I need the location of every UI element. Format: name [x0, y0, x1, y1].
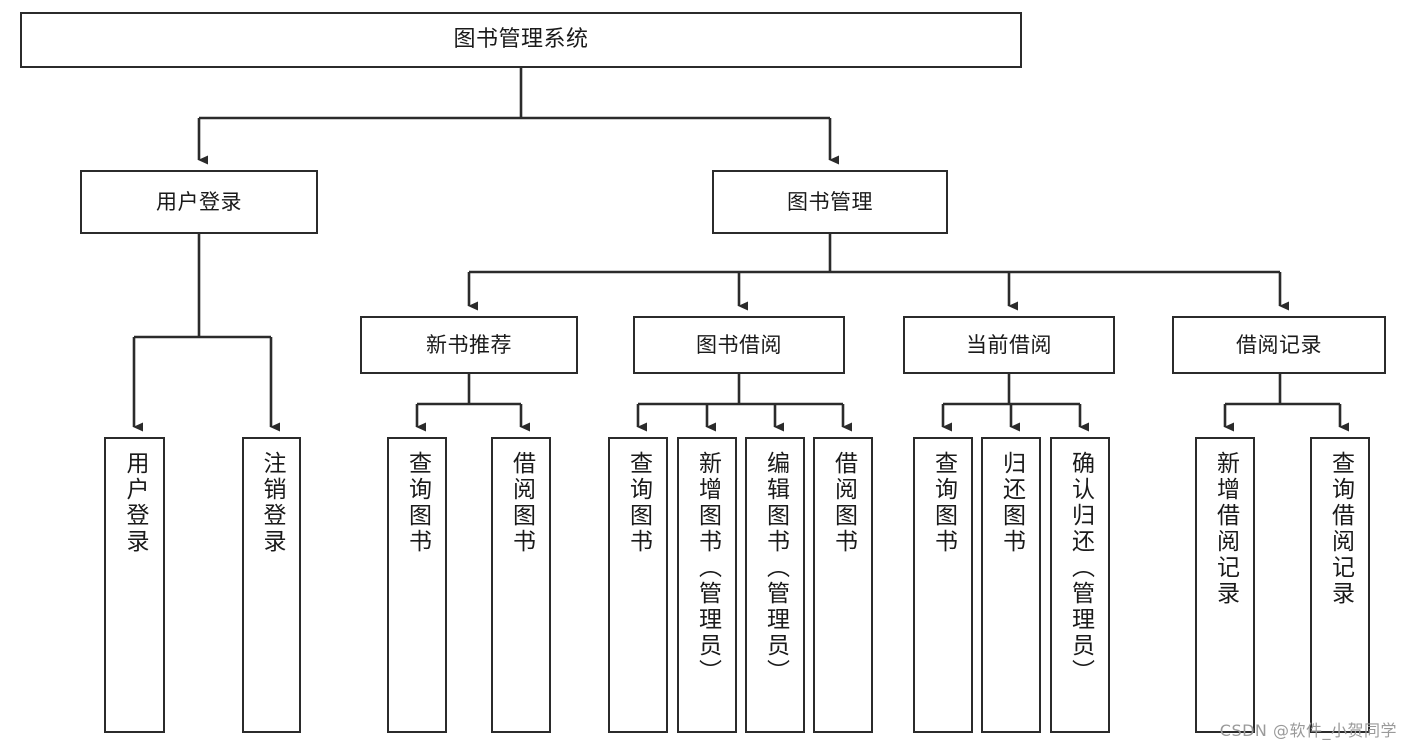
node-label: 新书推荐	[426, 332, 512, 357]
node-label: 查询图书	[625, 451, 652, 555]
node-label: 图书管理系统	[453, 27, 589, 53]
node-label: 注销登录	[259, 451, 285, 555]
node-borrow-record[interactable]: 借阅记录	[1172, 316, 1386, 374]
leaf-record-query[interactable]: 查询借阅记录	[1310, 437, 1370, 733]
node-label: 归还图书	[998, 451, 1025, 555]
leaf-new-book-borrow[interactable]: 借阅图书	[491, 437, 551, 733]
node-label: 用户登录	[122, 451, 148, 555]
node-user-login[interactable]: 用户登录	[80, 170, 318, 234]
node-label: 当前借阅	[966, 332, 1052, 357]
leaf-borrow-borrow-book[interactable]: 借阅图书	[813, 437, 873, 733]
node-label: 图书借阅	[696, 332, 782, 357]
leaf-borrow-add-book-admin[interactable]: 新增图书（管理员）	[677, 437, 737, 733]
node-label: 借阅图书	[508, 451, 535, 555]
node-book-management[interactable]: 图书管理	[712, 170, 948, 234]
leaf-current-confirm-return-admin[interactable]: 确认归还（管理员）	[1050, 437, 1110, 733]
node-root-system[interactable]: 图书管理系统	[20, 12, 1022, 68]
leaf-borrow-edit-book-admin[interactable]: 编辑图书（管理员）	[745, 437, 805, 733]
node-label: 新增借阅记录	[1212, 451, 1239, 607]
node-label: 查询借阅记录	[1327, 451, 1354, 607]
node-label: 借阅记录	[1236, 332, 1322, 357]
node-label: 查询图书	[404, 451, 431, 555]
leaf-borrow-query-book[interactable]: 查询图书	[608, 437, 668, 733]
watermark-text: CSDN @软件_小贺同学	[1219, 721, 1397, 740]
leaf-current-query-book[interactable]: 查询图书	[913, 437, 973, 733]
node-label: 查询图书	[930, 451, 957, 555]
leaf-current-return-book[interactable]: 归还图书	[981, 437, 1041, 733]
node-label: 用户登录	[156, 189, 242, 214]
node-label: 借阅图书	[830, 451, 857, 555]
node-new-book-recommend[interactable]: 新书推荐	[360, 316, 578, 374]
node-current-borrow[interactable]: 当前借阅	[903, 316, 1115, 374]
node-label: 编辑图书（管理员）	[762, 451, 789, 685]
leaf-record-add[interactable]: 新增借阅记录	[1195, 437, 1255, 733]
leaf-user-logout[interactable]: 注销登录	[242, 437, 301, 733]
node-label: 图书管理	[787, 189, 873, 214]
node-book-borrow[interactable]: 图书借阅	[633, 316, 845, 374]
node-label: 新增图书（管理员）	[694, 451, 721, 685]
node-label: 确认归还（管理员）	[1067, 451, 1094, 685]
leaf-new-book-query[interactable]: 查询图书	[387, 437, 447, 733]
leaf-user-login[interactable]: 用户登录	[104, 437, 165, 733]
